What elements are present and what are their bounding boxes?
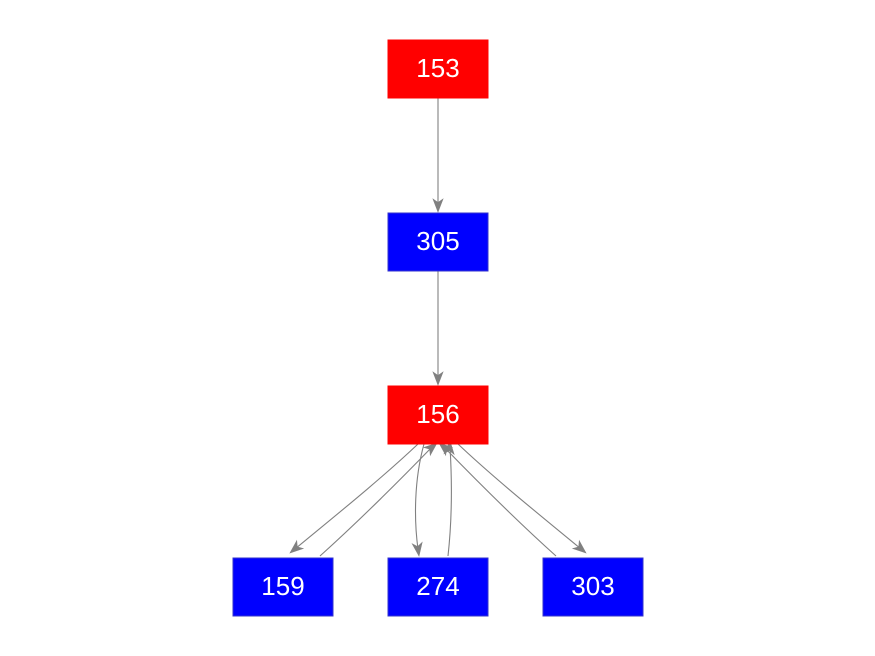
node-label: 303	[571, 571, 614, 601]
edge-line	[443, 446, 557, 557]
graph-node-274[interactable]: 274	[387, 557, 489, 617]
arrowhead-icon	[289, 539, 305, 554]
node-label: 274	[416, 571, 459, 601]
graph-edge	[457, 443, 587, 554]
graph-node-156[interactable]: 156	[387, 385, 489, 445]
node-box[interactable]	[387, 39, 489, 99]
edge-line	[447, 446, 452, 557]
arrowhead-icon	[571, 539, 587, 554]
arrowhead-icon	[422, 442, 438, 457]
edge-line	[414, 443, 425, 550]
arrowhead-icon	[432, 198, 444, 213]
graph-node-305[interactable]: 305	[387, 212, 489, 272]
node-label: 159	[261, 571, 304, 601]
edges-layer	[289, 98, 587, 557]
arrowhead-icon	[438, 442, 454, 457]
graph-edge	[319, 442, 438, 557]
node-box[interactable]	[387, 212, 489, 272]
graph-edge	[443, 440, 455, 557]
edge-line	[457, 443, 582, 550]
arrowhead-icon	[411, 541, 423, 557]
graph-edge	[438, 442, 557, 557]
arrowhead-icon	[432, 371, 444, 386]
node-box[interactable]	[387, 557, 489, 617]
node-box[interactable]	[387, 385, 489, 445]
graph-edge	[432, 98, 444, 213]
node-label: 153	[416, 53, 459, 83]
graph-node-153[interactable]: 153	[387, 39, 489, 99]
node-label: 305	[416, 226, 459, 256]
graph-edge	[289, 443, 419, 554]
graph-node-159[interactable]: 159	[232, 557, 334, 617]
node-box[interactable]	[232, 557, 334, 617]
edge-line	[294, 443, 419, 550]
graph-node-303[interactable]: 303	[542, 557, 644, 617]
nodes-layer: 153 305 156 159 274 303	[232, 39, 644, 617]
node-box[interactable]	[542, 557, 644, 617]
graph-edge	[432, 271, 444, 386]
node-label: 156	[416, 399, 459, 429]
graph-edge	[411, 443, 425, 557]
